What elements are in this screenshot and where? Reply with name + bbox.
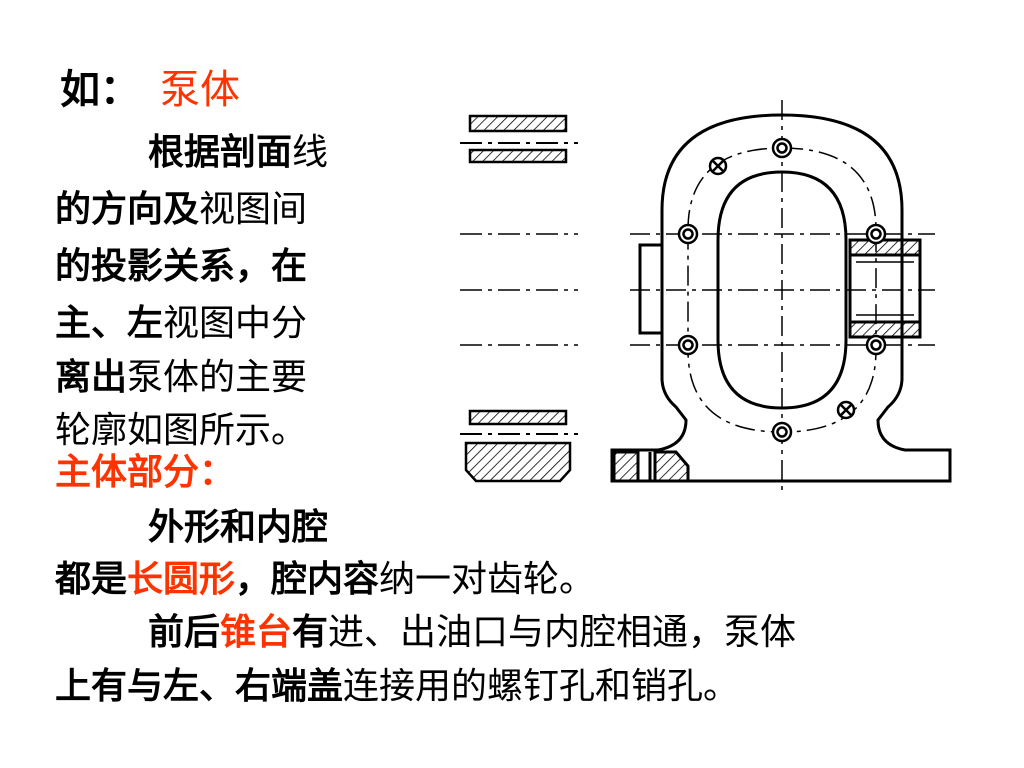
title-subject: 泵体 [160,67,240,113]
screw-hole-lower-right [865,334,887,356]
para3-line-2-normal: 连接用的螺钉孔和销孔。 [343,666,740,707]
screw-holes [677,137,887,443]
para1-line-5-bold: 离出 [55,357,128,398]
para2-line-2-bold-b: ，腔内容 [235,559,380,600]
pin-hole-lower-right [836,400,856,420]
para1-line-5: 离出泵体的主要 [55,350,307,406]
screw-hole-upper-right [865,223,887,245]
para1-line-4: 主、左视图中分 [55,296,307,352]
para1-line-6-normal: 轮廓如图所示。 [55,410,308,451]
para1-line-2-bold: 的方向及 [55,189,200,230]
para1-line-4-normal: 视图中分 [163,303,308,344]
para1-line-1-bold: 根据剖面 [148,132,293,173]
section-strip-bottom-1 [468,409,568,426]
pin-hole-upper-left [708,156,728,176]
para3-line-2: 上有与左、右端盖连接用的螺钉孔和销孔。 [55,659,739,715]
para1-line-1-normal: 线 [292,132,329,173]
pin-holes [708,156,856,420]
base-section-left [612,450,640,483]
para2-line-1: 外形和内腔 [148,507,329,548]
para3-line-2-bold: 上有与左、右端盖 [55,666,344,707]
para1-line-4-bold: 主、左 [55,303,164,344]
screw-hole-bottom [771,421,793,443]
para3-line-1-bold-a: 前后 [148,612,221,653]
inner-cavity [716,170,848,410]
para3-line-1: 前后锥台有进、出油口与内腔相通，泵体 [148,605,796,661]
screw-hole-top [771,137,793,159]
title-prefix: 如： [60,67,140,113]
left-section-view [460,114,578,483]
screw-hole-upper-left [677,223,699,245]
section-base-block [464,441,572,483]
screw-hole-lower-left [677,334,699,356]
right-port-bottom [848,320,922,339]
para3-line-1-normal: 进、出油口与内腔相通，泵体 [328,612,797,653]
para3-line-1-red: 锥台 [220,612,293,653]
para2-line-2-bold-a: 都是 [55,559,128,600]
para2-line-2: 都是长圆形，腔内容纳一对齿轮。 [55,552,595,608]
para2-line-2-normal: 纳一对齿轮。 [379,559,596,600]
right-port-top [848,238,922,257]
para1-line-3-bold: 的投影关系，在 [55,246,308,287]
para2-line-2-red: 长圆形 [127,559,236,600]
section-heading: 主体部分： [55,452,236,493]
para1-line-2: 的方向及视图间 [55,182,307,238]
section-strip-top-2 [468,148,568,164]
para1-line-5-normal: 泵体的主要 [127,357,308,398]
body-outline [610,113,952,483]
para1-line-2-normal: 视图间 [199,189,308,230]
base-section-right [653,450,690,483]
para1-line-6: 轮廓如图所示。 [55,403,307,459]
para1-line-3: 的投影关系，在 [55,239,307,295]
para3-line-1-bold-b: 有 [292,612,329,653]
para1-line-1: 根据剖面线 [148,125,328,181]
section-strip-top-1 [468,114,568,133]
left-boss [638,243,664,335]
